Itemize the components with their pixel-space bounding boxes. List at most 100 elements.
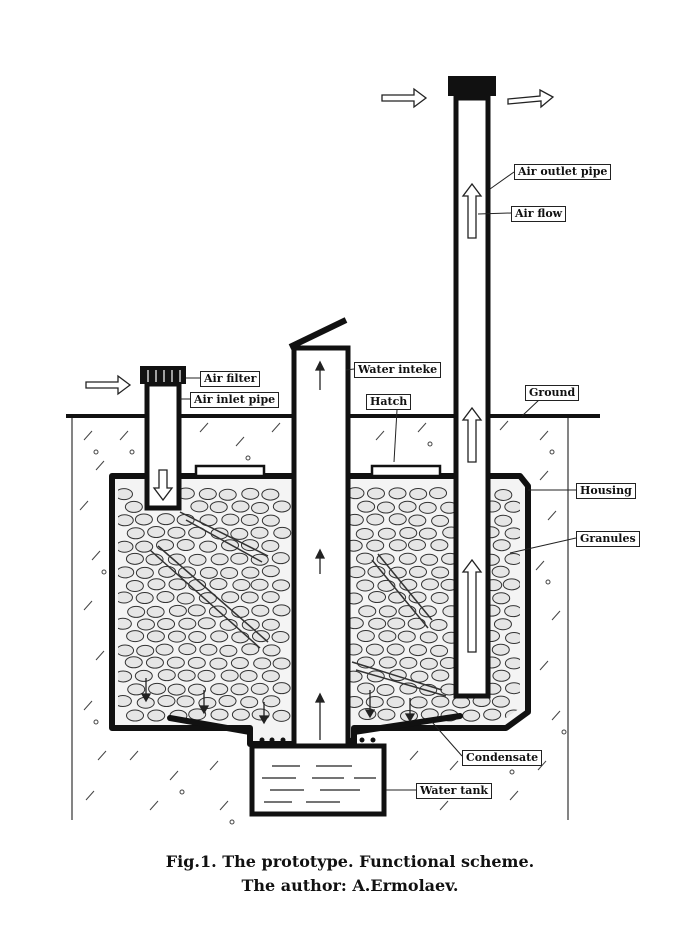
granule <box>127 710 144 721</box>
granule <box>263 645 280 656</box>
granule <box>495 489 512 500</box>
air-filter <box>140 366 186 384</box>
granule <box>117 567 134 578</box>
granule <box>189 554 206 565</box>
granule <box>262 489 279 500</box>
granule <box>135 670 152 681</box>
granule <box>463 710 480 721</box>
granule <box>222 514 239 525</box>
granule <box>389 567 406 578</box>
granule <box>116 515 133 526</box>
granule <box>168 631 185 642</box>
granule <box>148 527 165 538</box>
granule <box>179 644 196 655</box>
granule <box>189 632 206 643</box>
granule <box>431 540 448 551</box>
granule <box>222 592 239 603</box>
granule <box>168 527 185 538</box>
granule <box>377 502 394 513</box>
granule <box>188 605 205 616</box>
granule <box>179 618 196 629</box>
granule <box>367 514 384 525</box>
granule <box>157 514 174 525</box>
granule <box>357 580 374 591</box>
granule <box>484 709 501 720</box>
granule <box>158 670 175 681</box>
granule <box>178 670 195 681</box>
air-top-out-arrow <box>508 90 553 107</box>
granule <box>359 606 376 617</box>
granule <box>242 567 259 578</box>
granule <box>135 514 152 525</box>
granule <box>199 489 216 500</box>
granule <box>231 553 248 564</box>
label-granules: Granules <box>576 531 640 547</box>
granule <box>399 501 416 512</box>
granule <box>262 566 279 577</box>
granule <box>125 501 142 512</box>
granule <box>254 658 271 669</box>
granule <box>251 683 268 694</box>
granule <box>146 657 163 668</box>
granule <box>421 554 438 565</box>
granule <box>358 683 375 694</box>
granule <box>398 631 415 642</box>
granule <box>262 592 279 603</box>
granule <box>262 619 279 630</box>
granule <box>505 658 522 669</box>
granule <box>273 710 290 721</box>
granule <box>231 658 248 669</box>
granule <box>421 579 438 590</box>
granule <box>493 540 510 551</box>
granule <box>219 489 236 500</box>
granule <box>158 696 175 707</box>
granule <box>241 540 258 551</box>
granule <box>233 580 250 591</box>
granule <box>262 515 279 526</box>
granule <box>177 593 194 604</box>
caption-title: Fig.1. The prototype. Functional scheme. <box>0 852 700 871</box>
label-air-inlet-pipe: Air inlet pipe <box>190 392 279 408</box>
granule <box>273 605 290 616</box>
granule <box>128 606 145 617</box>
granule <box>251 527 268 538</box>
granule <box>210 658 227 669</box>
granule <box>388 618 405 629</box>
granule <box>128 684 145 695</box>
granule <box>492 696 509 707</box>
granule <box>432 696 449 707</box>
granule <box>241 514 258 525</box>
granule <box>506 632 523 643</box>
granule <box>379 631 396 642</box>
granule <box>387 697 404 708</box>
granule <box>241 697 258 708</box>
granule <box>389 540 406 551</box>
granule <box>210 502 227 513</box>
granule <box>431 592 448 603</box>
water-intake-lid <box>290 320 346 347</box>
granule <box>137 645 154 656</box>
granule <box>379 606 396 617</box>
granule <box>210 579 227 590</box>
granule <box>274 527 291 538</box>
granule <box>367 540 384 551</box>
granule <box>400 657 417 668</box>
granule <box>137 619 154 630</box>
granule <box>211 554 228 565</box>
granule <box>410 566 427 577</box>
granule <box>211 709 228 720</box>
granule <box>377 684 394 695</box>
granule <box>126 580 143 591</box>
granule <box>387 644 404 655</box>
granule <box>430 619 447 630</box>
water-intake-pipe <box>294 348 348 746</box>
granule <box>240 670 257 681</box>
granule <box>189 684 206 695</box>
granule <box>358 501 375 512</box>
granule <box>211 631 228 642</box>
granule <box>492 644 509 655</box>
granule <box>378 528 395 539</box>
granule <box>158 619 175 630</box>
granule <box>231 528 248 539</box>
